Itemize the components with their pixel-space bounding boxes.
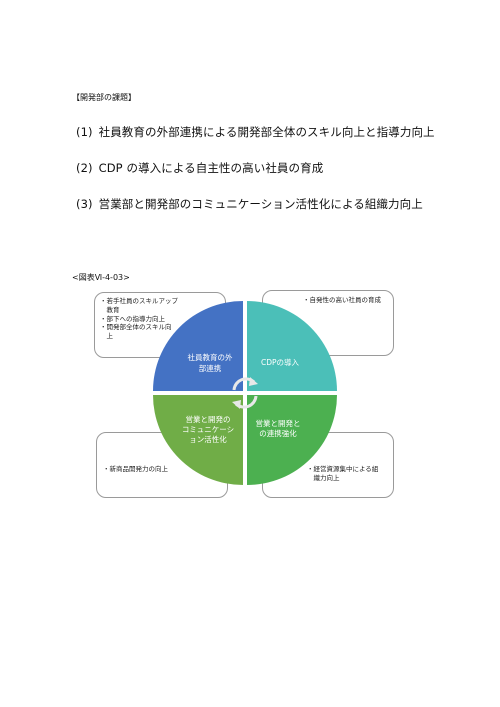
figure-caption: <図表Ⅵ-4-03> <box>72 273 130 282</box>
callout-line: 教育 <box>100 305 120 314</box>
section-title: 【開発部の課題】 <box>72 93 136 102</box>
quadrant-top-left <box>153 301 243 391</box>
issue-item-3: (3) 営業部と開発部のコミュニケーション活性化による組織力向上 <box>76 196 423 212</box>
quadrant-top-right <box>247 301 337 391</box>
callout-line: 織力向上 <box>307 473 340 482</box>
issue-number: (3) <box>76 197 93 211</box>
quadrant-label: 営業と開発との連携強化 <box>256 418 301 438</box>
quadrant-label: CDPの導入 <box>261 357 300 367</box>
issue-text: 営業部と開発部のコミュニケーション活性化による組織力向上 <box>98 197 423 211</box>
issue-number: (1) <box>76 125 93 139</box>
callout-line: ・自発性の高い社員の育成 <box>303 296 381 304</box>
arrow-head-icon <box>249 377 258 386</box>
quadrant-bottom-right <box>247 395 337 485</box>
callout-line: ・若手社員のスキルアップ <box>100 297 178 305</box>
callout-line: ・新商品開発力の向上 <box>103 465 168 473</box>
callout-line: ・部下への指導力向上 <box>100 314 165 323</box>
issue-text: CDP の導入による自主性の高い社員の育成 <box>98 161 324 175</box>
callout-line: ・経営資源集中による組 <box>307 465 379 473</box>
quadrant-diagram: 社員教育の外部連携 CDPの導入 営業と開発のコミュニケーション活性化 営業と開… <box>153 301 337 485</box>
issue-number: (2) <box>76 161 93 175</box>
quadrant-label: 社員教育の外部連携 <box>188 352 233 373</box>
arrow-head-icon <box>232 400 241 409</box>
callout-line: ・開発部全体のスキル向 <box>100 323 172 332</box>
issue-item-1: (1) 社員教育の外部連携による開発部全体のスキル向上と指導力向上 <box>76 124 435 140</box>
callout-line: 上 <box>100 332 114 341</box>
issue-item-2: (2) CDP の導入による自主性の高い社員の育成 <box>76 160 323 176</box>
quadrant-label: 営業と開発のコミュニケーション活性化 <box>182 414 234 444</box>
issue-text: 社員教育の外部連携による開発部全体のスキル向上と指導力向上 <box>98 125 435 139</box>
quadrant-bottom-left <box>153 395 243 485</box>
